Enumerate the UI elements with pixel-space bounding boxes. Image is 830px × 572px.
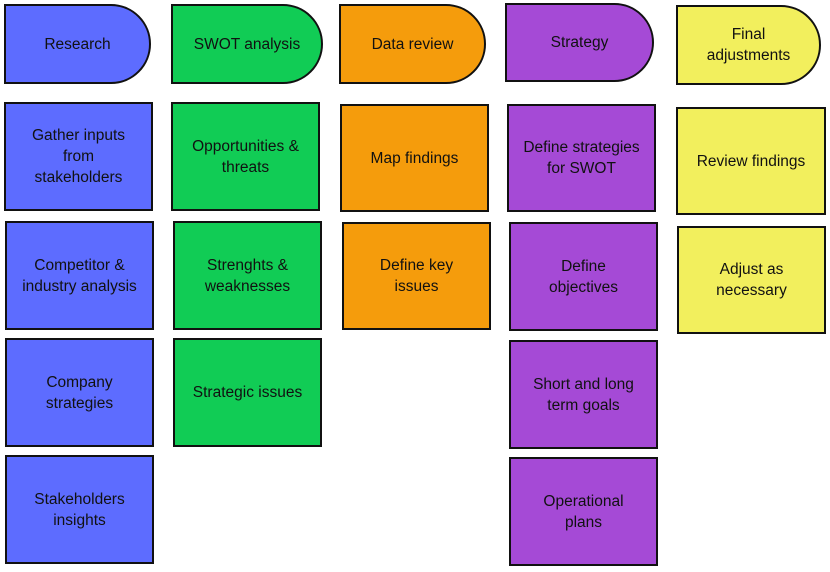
step-short-long-term-goals: Short and long term goals: [509, 340, 658, 449]
step-company-strategies: Company strategies: [5, 338, 154, 447]
header-data-review: Data review: [339, 4, 486, 84]
step-operational-plans: Operational plans: [509, 457, 658, 566]
step-define-objectives: Define objectives: [509, 222, 658, 331]
header-swot-analysis: SWOT analysis: [171, 4, 323, 84]
step-gather-inputs: Gather inputs from stakeholders: [4, 102, 153, 211]
step-strategic-issues: Strategic issues: [173, 338, 322, 447]
header-final-adjustments: Final adjustments: [676, 5, 821, 85]
header-strategy: Strategy: [505, 3, 654, 82]
step-map-findings: Map findings: [340, 104, 489, 212]
step-define-strategies: Define strategies for SWOT: [507, 104, 656, 212]
step-opportunities-threats: Opportunities & threats: [171, 102, 320, 211]
step-stakeholders-insights: Stakeholders insights: [5, 455, 154, 564]
step-adjust-as-necessary: Adjust as necessary: [677, 226, 826, 334]
step-review-findings: Review findings: [676, 107, 826, 215]
step-define-key-issues: Define key issues: [342, 222, 491, 330]
step-strengths-weaknesses: Strenghts & weaknesses: [173, 221, 322, 330]
header-research: Research: [4, 4, 151, 84]
step-competitor-analysis: Competitor & industry analysis: [5, 221, 154, 330]
